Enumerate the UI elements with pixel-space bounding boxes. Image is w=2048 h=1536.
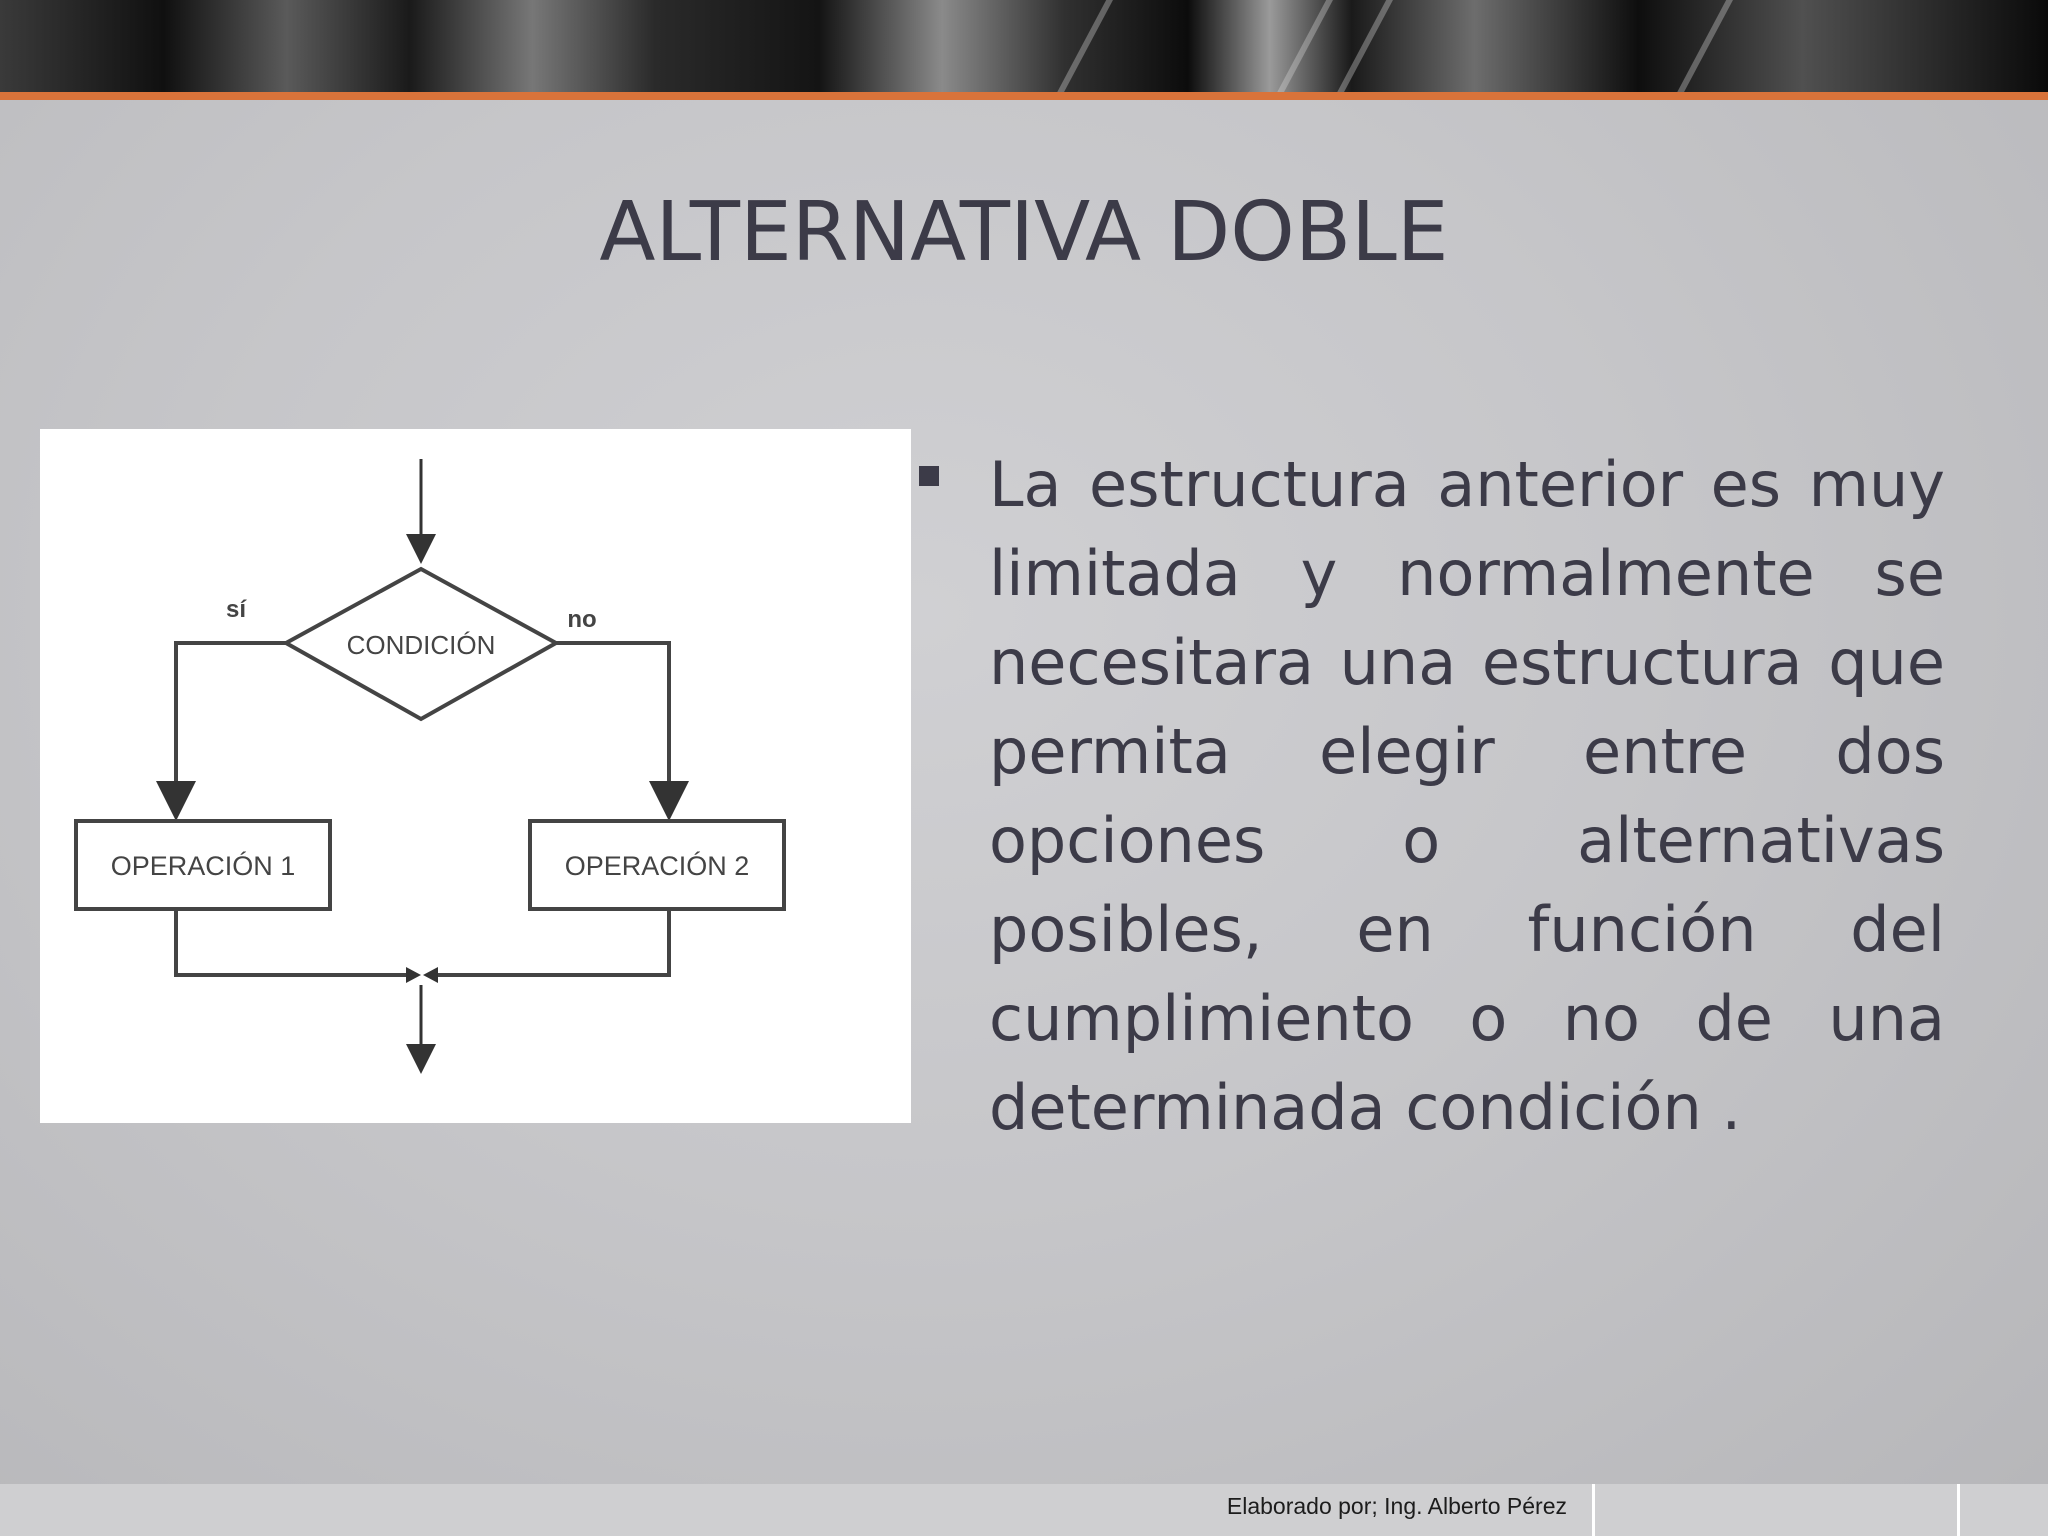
condition-label: CONDICIÓN — [347, 630, 496, 660]
banner-streak — [1047, 0, 1119, 92]
banner-streak — [1267, 0, 1339, 92]
condition-diamond — [281, 566, 561, 722]
operation-1-label: OPERACIÓN 1 — [111, 850, 296, 881]
bullet-list: La estructura anterior es muy limitada y… — [913, 440, 1945, 1152]
merge-line-right — [436, 909, 671, 977]
bullet-item: La estructura anterior es muy limitada y… — [989, 448, 1945, 1144]
banner-streak — [1327, 0, 1399, 92]
square-bullet-icon — [919, 466, 939, 486]
flowchart-diagram: CONDICIÓN sí no OPERACIÓN 1 OPERACIÓN 2 — [40, 429, 911, 1123]
merge-connector — [406, 967, 421, 983]
merge-line-left — [174, 909, 408, 977]
accent-rule — [0, 92, 2048, 100]
yes-label: sí — [226, 596, 247, 623]
footer-divider — [1592, 1484, 1595, 1536]
merge-connector — [423, 967, 438, 983]
operation-1-box — [74, 819, 332, 911]
banner-streak — [1667, 0, 1739, 92]
footer-author: Elaborado por; Ing. Alberto Pérez — [1226, 1493, 1567, 1519]
operation-2-label: OPERACIÓN 2 — [565, 850, 750, 881]
operation-2-box — [528, 819, 786, 911]
no-label: no — [567, 606, 596, 633]
header-banner-image — [0, 0, 2048, 92]
footer-divider — [1957, 1484, 1960, 1536]
footer-bar — [0, 1484, 2048, 1536]
slide-title: ALTERNATIVA DOBLE — [599, 185, 1449, 280]
no-branch-line — [556, 641, 689, 821]
yes-branch-line — [156, 641, 286, 821]
